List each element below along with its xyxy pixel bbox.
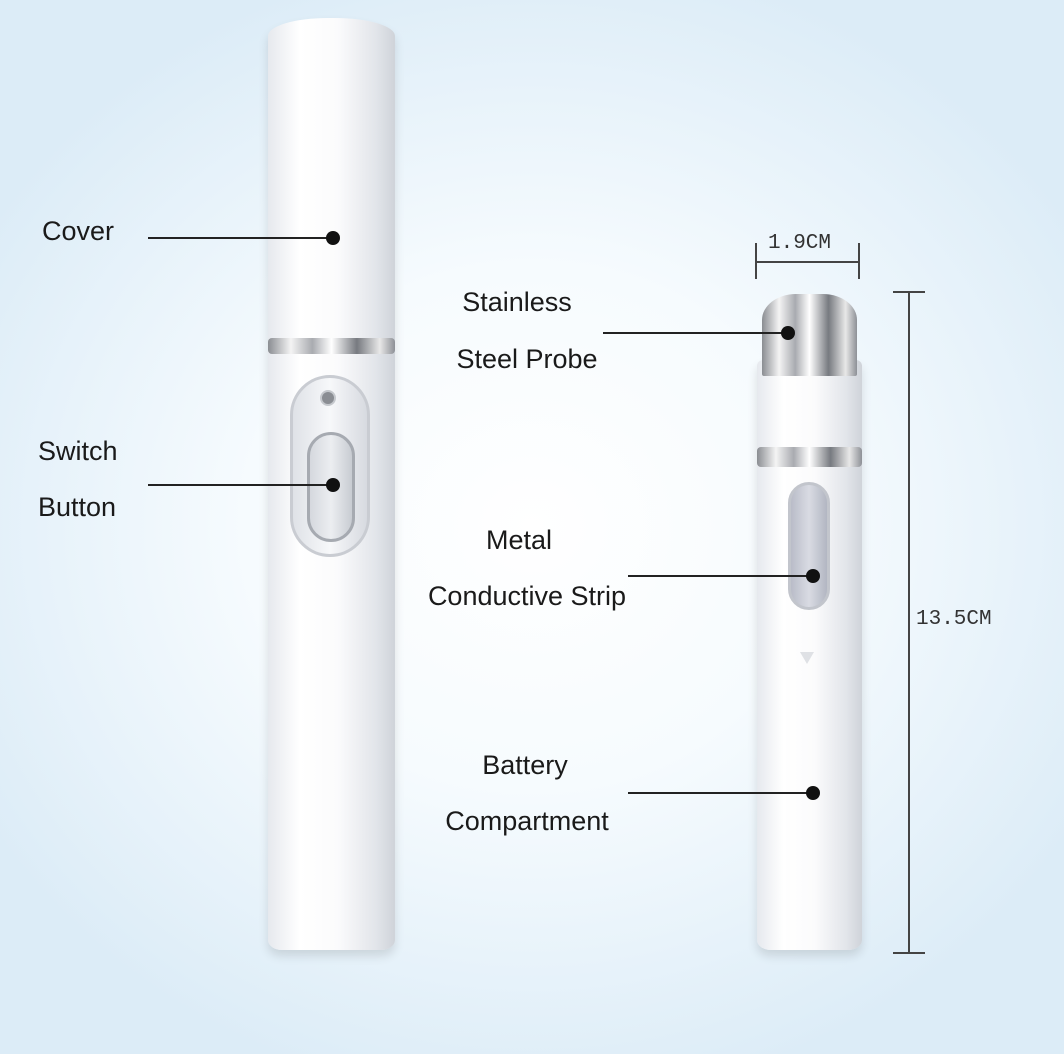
callout-dot	[326, 231, 340, 245]
width-line	[756, 261, 859, 263]
label-metal: Metal	[485, 525, 553, 555]
height-dimension: 13.5CM	[916, 608, 992, 631]
callout-dot	[806, 569, 820, 583]
height-line	[908, 291, 910, 953]
label-button: Button	[38, 492, 117, 522]
label-conductive-strip: Conductive Strip	[427, 581, 627, 611]
body-band	[757, 447, 862, 467]
width-tick	[858, 243, 860, 279]
callout-line	[628, 792, 813, 794]
callout-line	[148, 237, 333, 239]
width-tick	[755, 243, 757, 279]
stainless-steel-probe	[762, 294, 857, 376]
callout-dot	[326, 478, 340, 492]
label-stainless: Stainless	[462, 287, 572, 317]
callout-dot	[781, 326, 795, 340]
label-compartment: Compartment	[445, 806, 609, 836]
callout-line	[628, 575, 813, 577]
metal-conductive-strip	[788, 482, 830, 610]
callout-line	[148, 484, 333, 486]
height-tick	[893, 291, 925, 293]
width-dimension: 1.9CM	[768, 232, 832, 255]
callout-line	[603, 332, 788, 334]
label-cover: Cover	[42, 216, 115, 246]
label-battery: Battery	[482, 750, 568, 780]
cover-band	[268, 338, 395, 354]
label-switch: Switch	[38, 436, 118, 466]
arrow-down-icon	[800, 652, 814, 664]
callout-dot	[806, 786, 820, 800]
height-tick	[893, 952, 925, 954]
indicator-light	[320, 390, 336, 406]
label-steel-probe: Steel Probe	[456, 344, 598, 374]
